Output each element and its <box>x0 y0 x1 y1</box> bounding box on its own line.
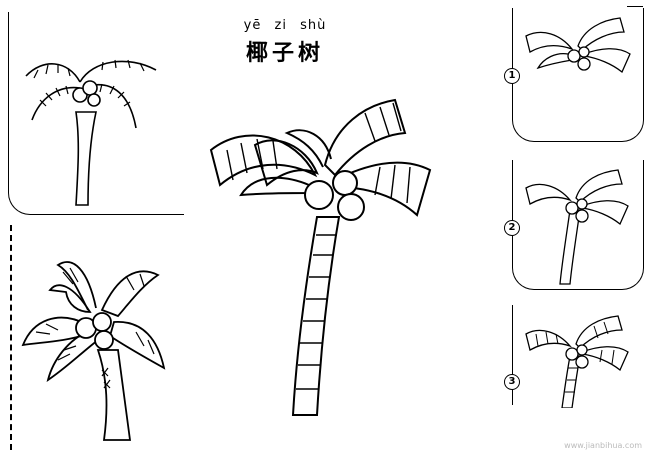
step-1-badge: 1 <box>504 68 520 84</box>
palm-sketch-top-left <box>18 40 168 210</box>
step-2-badge: 2 <box>504 220 520 236</box>
step-3-badge: 3 <box>504 374 520 390</box>
watermark-text: www.jianbihua.com <box>564 441 642 450</box>
page-title: 椰子树 <box>245 41 324 66</box>
title-pinyin: yē zi shù <box>243 18 327 33</box>
palm-finished-bottom-left <box>18 250 178 445</box>
watermark-area: www.jianbihua.com <box>510 408 648 452</box>
palm-step-2 <box>522 168 634 286</box>
dashed-divider-left <box>10 225 12 450</box>
palm-step-3 <box>522 316 634 408</box>
title-block: yē zi shù 椰子树 <box>200 18 370 67</box>
palm-step-1 <box>522 14 634 84</box>
frame-top-left <box>8 12 184 215</box>
frame-step-3 <box>512 305 644 405</box>
palm-main-center <box>205 95 440 420</box>
top-right-rule <box>627 6 643 7</box>
